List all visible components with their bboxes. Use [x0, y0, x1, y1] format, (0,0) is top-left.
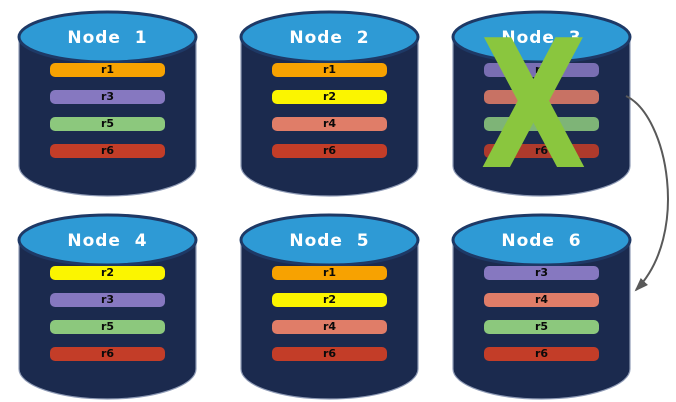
replica-row-list: r1 r3 r5 r6 — [50, 63, 165, 171]
replica-row-r3: r3 — [50, 293, 165, 307]
replica-row-r2: r2 — [272, 293, 387, 307]
replica-row-list: r1 r2 r4 r6 — [272, 63, 387, 171]
node-title: Node 4 — [67, 231, 148, 251]
node-title: Node 5 — [289, 231, 370, 251]
replica-row-list: r2 r3 r5 r6 — [50, 266, 165, 374]
replica-row-r1: r1 — [272, 63, 387, 77]
replica-row-r3: r3 — [484, 63, 599, 77]
node-title: Node 6 — [501, 231, 582, 251]
db-node-4: Node 4 r2 r3 r5 r6 — [14, 211, 201, 402]
db-node-2: Node 2 r1 r2 r4 r6 — [236, 8, 423, 200]
replica-row-list: r1 r2 r4 r6 — [272, 266, 387, 374]
replica-row-r4: r4 — [272, 320, 387, 334]
replica-row-r4: r4 — [484, 293, 599, 307]
replica-row-r6: r6 — [484, 347, 599, 361]
replica-row-r5: r5 — [50, 320, 165, 334]
replica-row-r6: r6 — [272, 144, 387, 158]
db-node-6: Node 6 r3 r4 r5 r6 — [448, 211, 635, 402]
replica-row-r5: r5 — [484, 117, 599, 131]
node-title: Node 2 — [289, 28, 370, 48]
replica-row-r6: r6 — [484, 144, 599, 158]
replica-row-r1: r1 — [272, 266, 387, 280]
replica-row-r6: r6 — [272, 347, 387, 361]
replica-row-r2: r2 — [50, 266, 165, 280]
replica-row-r3: r3 — [484, 266, 599, 280]
replica-row-r6: r6 — [50, 144, 165, 158]
replica-row-r3: r3 — [50, 90, 165, 104]
replica-row-r6: r6 — [50, 347, 165, 361]
replica-row-list: r3 r4 r5 r6 — [484, 266, 599, 374]
replica-row-list: r3 r4 r5 r6 — [484, 63, 599, 171]
db-node-1: Node 1 r1 r3 r5 r6 — [14, 8, 201, 200]
replica-row-r4: r4 — [484, 90, 599, 104]
node-title: Node 3 — [501, 28, 582, 48]
replica-row-r5: r5 — [484, 320, 599, 334]
replica-row-r5: r5 — [50, 117, 165, 131]
node-title: Node 1 — [67, 28, 148, 48]
replica-row-r1: r1 — [50, 63, 165, 77]
db-node-5: Node 5 r1 r2 r4 r6 — [236, 211, 423, 402]
replica-row-r4: r4 — [272, 117, 387, 131]
replica-row-r2: r2 — [272, 90, 387, 104]
